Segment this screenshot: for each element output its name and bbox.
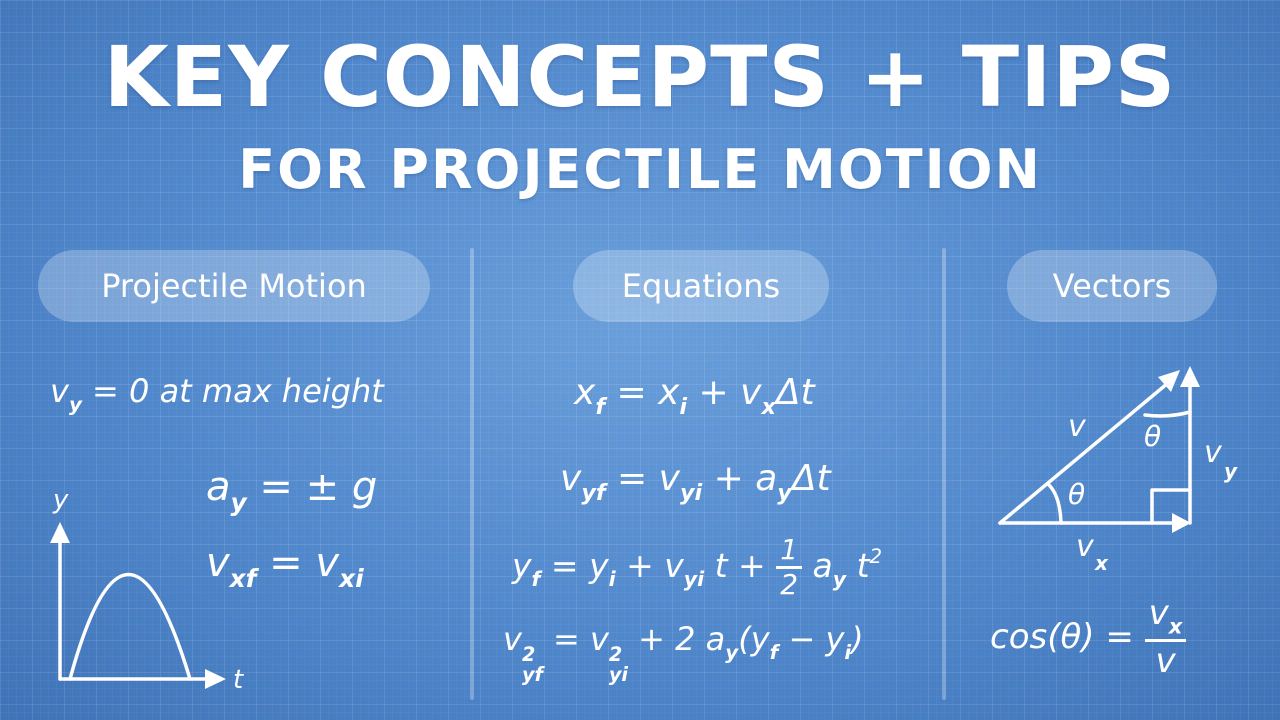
y-axis-label: y [52,485,69,515]
column-divider-right [942,248,946,700]
bottom-angle-label: θ [1068,478,1085,511]
x-axis-label: t [233,665,244,695]
fact-vy-zero: vy = 0 at max height [50,372,384,416]
main-title: KEY CONCEPTS + TIPS [103,28,1177,126]
vertical-label-sub: y [1224,459,1238,483]
vertical-arrowhead [1180,366,1200,387]
projectile-motion-pill: Projectile Motion [38,250,430,322]
y-axis-arrowhead [50,522,70,543]
horizontal-label-sub: x [1094,551,1109,575]
horizontal-arrowhead [1172,513,1191,533]
right-angle-marker [1150,488,1192,525]
fact-vx-constant: vxf = vxi [206,540,364,594]
subtitle: FOR PROJECTILE MOTION [238,138,1042,201]
top-angle-label: θ [1144,420,1161,453]
x-axis-arrowhead [205,669,226,689]
vectors-pill: Vectors [1007,250,1217,322]
equation-position-x: xf = xi + vxΔt [574,372,815,421]
hypotenuse-arrowhead [1158,370,1180,392]
column-divider-left [470,248,474,700]
horizontal-label: v [1076,529,1095,564]
equations-pill: Equations [573,250,829,322]
top-angle-arc [1143,410,1192,418]
hypotenuse-line [998,376,1176,525]
equation-velocity-y: vyf = vyi + ayΔt [560,458,831,507]
trajectory-arc [68,573,192,681]
bottom-angle-arc [1046,482,1063,525]
vertical-label: v [1204,435,1223,470]
fact-ay-g: ay = ± g [206,464,378,518]
hypotenuse-label: v [1068,409,1087,444]
